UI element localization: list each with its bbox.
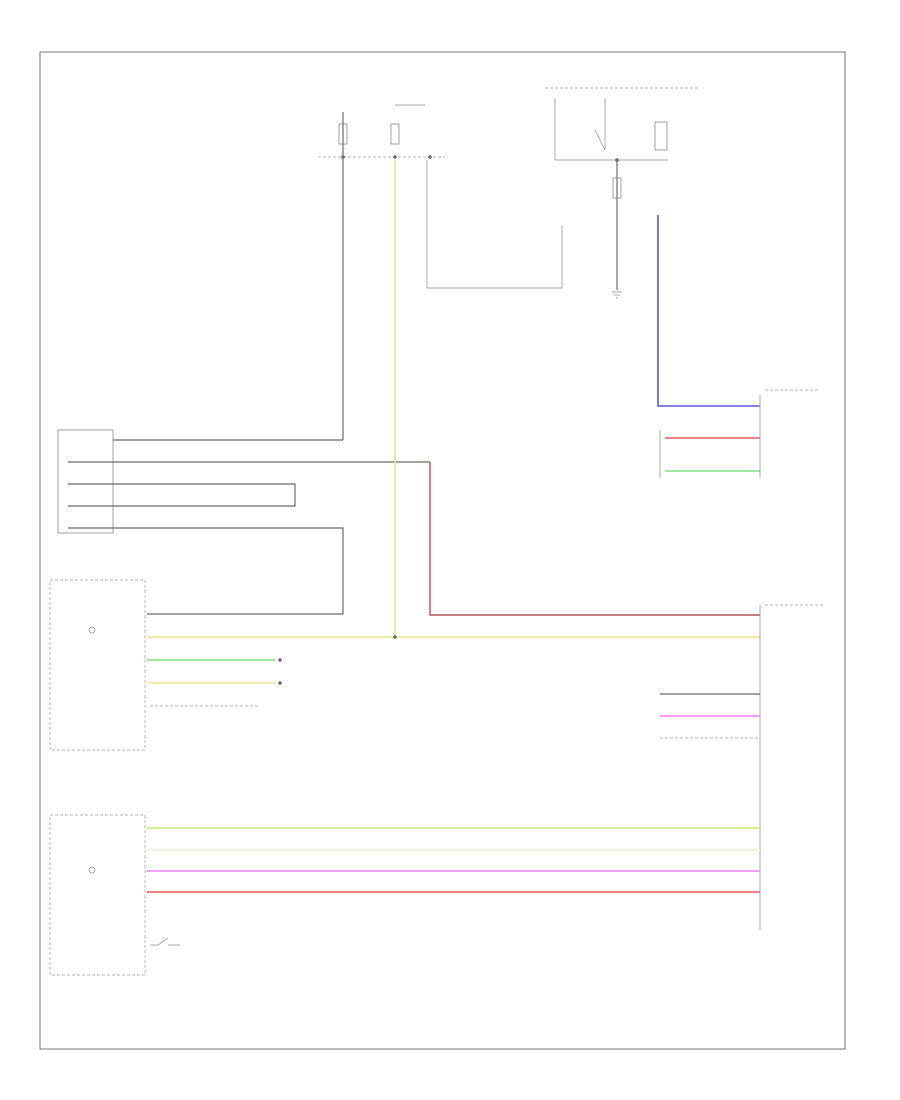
right-side-stubs (660, 604, 825, 930)
splice-dot (615, 158, 619, 162)
splice-dot (393, 155, 397, 159)
wire-red (429, 462, 760, 616)
lower-left-module (49, 579, 282, 751)
fuse-middle (390, 123, 400, 145)
diagram-border (39, 51, 846, 1050)
wire-connector-down (68, 527, 344, 615)
relay-switch-contact (594, 129, 606, 151)
switch-symbol (150, 937, 180, 946)
wire-connector-loop (68, 483, 296, 507)
splice-dot (428, 155, 432, 159)
relay-fuse (612, 177, 622, 199)
lower-module-outline (49, 814, 146, 976)
fuse-left (338, 123, 348, 145)
right-connector-section (657, 215, 820, 478)
module-outline (49, 579, 146, 751)
ground-symbols (612, 291, 622, 299)
ground-icon (612, 291, 622, 299)
relay-coil (654, 121, 668, 151)
relay-section (545, 87, 700, 290)
terminal-dot (278, 681, 282, 685)
bottom-wires (49, 814, 760, 976)
signal-loop-wire (426, 160, 563, 289)
splice-dot (393, 635, 397, 639)
left-connector-section (57, 157, 430, 615)
sensor-symbol (88, 866, 96, 874)
connector-body (57, 429, 114, 534)
wire-blue (657, 215, 760, 407)
fuse-block-section (318, 104, 445, 159)
terminal-dot (278, 658, 282, 662)
sensor-symbol (88, 626, 96, 634)
